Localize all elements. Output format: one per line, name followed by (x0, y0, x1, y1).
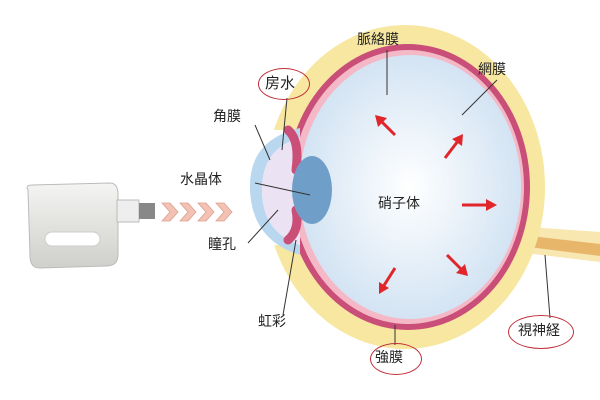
highlight-circle-sclera (370, 343, 422, 375)
highlight-circle-aqueous (258, 68, 310, 100)
label-lens: 水晶体 (180, 172, 222, 188)
label-retina: 網膜 (478, 62, 506, 78)
label-pupil: 瞳孔 (208, 237, 236, 253)
handheld-device-icon (26, 182, 155, 269)
vitreous-body (299, 55, 521, 319)
label-vitreous: 硝子体 (378, 196, 420, 212)
label-cornea: 角膜 (213, 109, 241, 125)
cornea (249, 128, 300, 255)
arrow-up-left (375, 115, 397, 137)
label-iris: 虹彩 (258, 314, 286, 330)
label-aqueous-humor: 房水 (265, 74, 296, 92)
label-choroid: 脈絡膜 (357, 32, 399, 48)
pressure-arrows (375, 115, 497, 294)
label-optic-nerve: 視神経 (518, 323, 560, 339)
chevron-arrows-icon (161, 202, 233, 222)
iris-lower (283, 205, 302, 245)
highlight-circle-optic-nerve (508, 315, 574, 349)
arrow-down-right (445, 253, 468, 276)
leader-lines (247, 50, 551, 345)
label-sclera: 強膜 (375, 350, 403, 366)
arrow-up-right (443, 134, 463, 159)
lens (292, 156, 332, 224)
iris-upper (283, 125, 302, 175)
arrow-right (462, 199, 497, 211)
arrow-down-left (379, 267, 397, 294)
